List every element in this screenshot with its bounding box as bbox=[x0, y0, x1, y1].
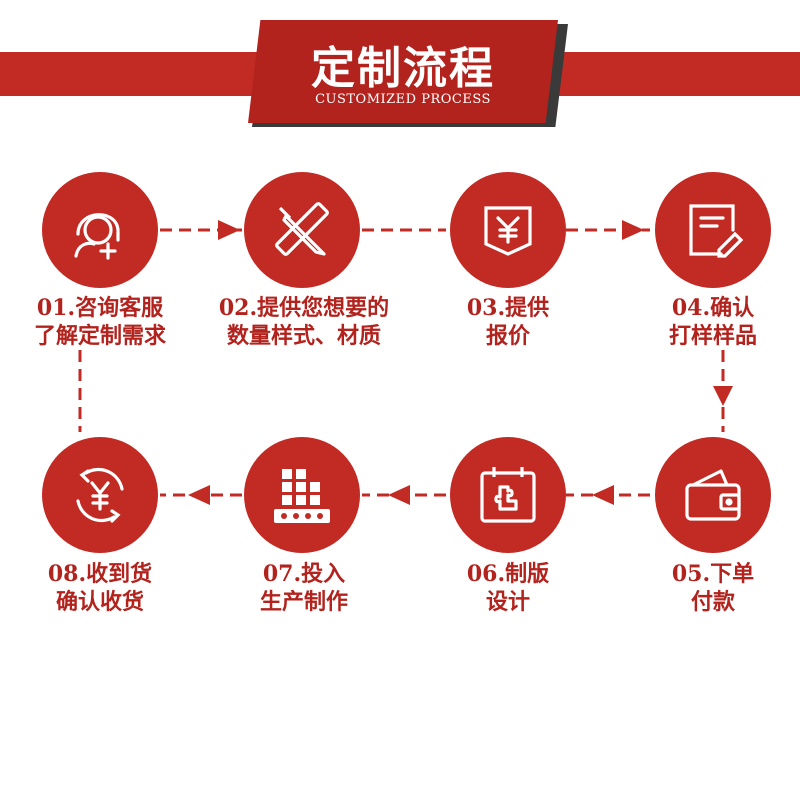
step-1-desc: 了解定制需求 bbox=[33, 323, 166, 349]
step-2-title: 02.提供您想要的 bbox=[218, 295, 390, 321]
step-6-circle bbox=[450, 437, 566, 553]
step-4-label: 04.确认 打样样品 bbox=[613, 294, 800, 350]
step-1-circle bbox=[42, 172, 158, 288]
wallet-icon bbox=[685, 469, 741, 521]
step-6-title: 06.制版 bbox=[466, 561, 550, 587]
step-4-desc: 打样样品 bbox=[668, 323, 757, 349]
production-line-icon bbox=[274, 469, 330, 523]
step-2-label: 02.提供您想要的 数量样式、材质 bbox=[204, 294, 404, 350]
arrow-1-2 bbox=[218, 220, 240, 240]
step-7-desc: 生产制作 bbox=[259, 589, 348, 615]
page-subtitle: CUSTOMIZED PROCESS bbox=[315, 92, 491, 107]
step-3-circle bbox=[450, 172, 566, 288]
step-6-label: 06.制版 设计 bbox=[408, 560, 608, 616]
step-6-desc: 设计 bbox=[485, 589, 530, 615]
step-8-circle bbox=[42, 437, 158, 553]
step-3-desc: 报价 bbox=[485, 323, 530, 349]
step-5-desc: 付款 bbox=[690, 589, 735, 615]
step-2-circle bbox=[244, 172, 360, 288]
step-2-desc: 数量样式、材质 bbox=[226, 323, 381, 349]
step-7-circle bbox=[244, 437, 360, 553]
step-8-title: 08.收到货 bbox=[47, 561, 153, 587]
step-1-label: 01.咨询客服 了解定制需求 bbox=[0, 294, 200, 350]
step-5-title: 05.下单 bbox=[671, 561, 755, 587]
title-banner bbox=[248, 20, 558, 123]
customer-service-icon bbox=[74, 213, 120, 260]
arrow-4-5 bbox=[713, 386, 733, 406]
step-1-title: 01.咨询客服 bbox=[36, 295, 164, 321]
page-title: 定制流程 bbox=[311, 43, 495, 94]
arrow-6-7 bbox=[388, 485, 410, 505]
step-4-circle bbox=[655, 172, 771, 288]
step-8-label: 08.收到货 确认收货 bbox=[0, 560, 200, 616]
price-quote-icon bbox=[484, 206, 532, 256]
step-3-title: 03.提供 bbox=[466, 295, 550, 321]
arrow-3-4 bbox=[622, 220, 644, 240]
step-5-label: 05.下单 付款 bbox=[613, 560, 800, 616]
step-8-desc: 确认收货 bbox=[55, 589, 144, 615]
step-4-title: 04.确认 bbox=[671, 295, 755, 321]
arrow-5-6 bbox=[592, 485, 614, 505]
ruler-pencil-icon bbox=[275, 202, 329, 256]
design-calendar-icon bbox=[480, 467, 536, 523]
step-7-label: 07.投入 生产制作 bbox=[204, 560, 404, 616]
document-edit-icon bbox=[689, 204, 744, 258]
yuan-receive-icon bbox=[76, 467, 124, 523]
step-3-label: 03.提供 报价 bbox=[408, 294, 608, 350]
arrow-7-8 bbox=[188, 485, 210, 505]
step-7-title: 07.投入 bbox=[262, 561, 346, 587]
step-5-circle bbox=[655, 437, 771, 553]
